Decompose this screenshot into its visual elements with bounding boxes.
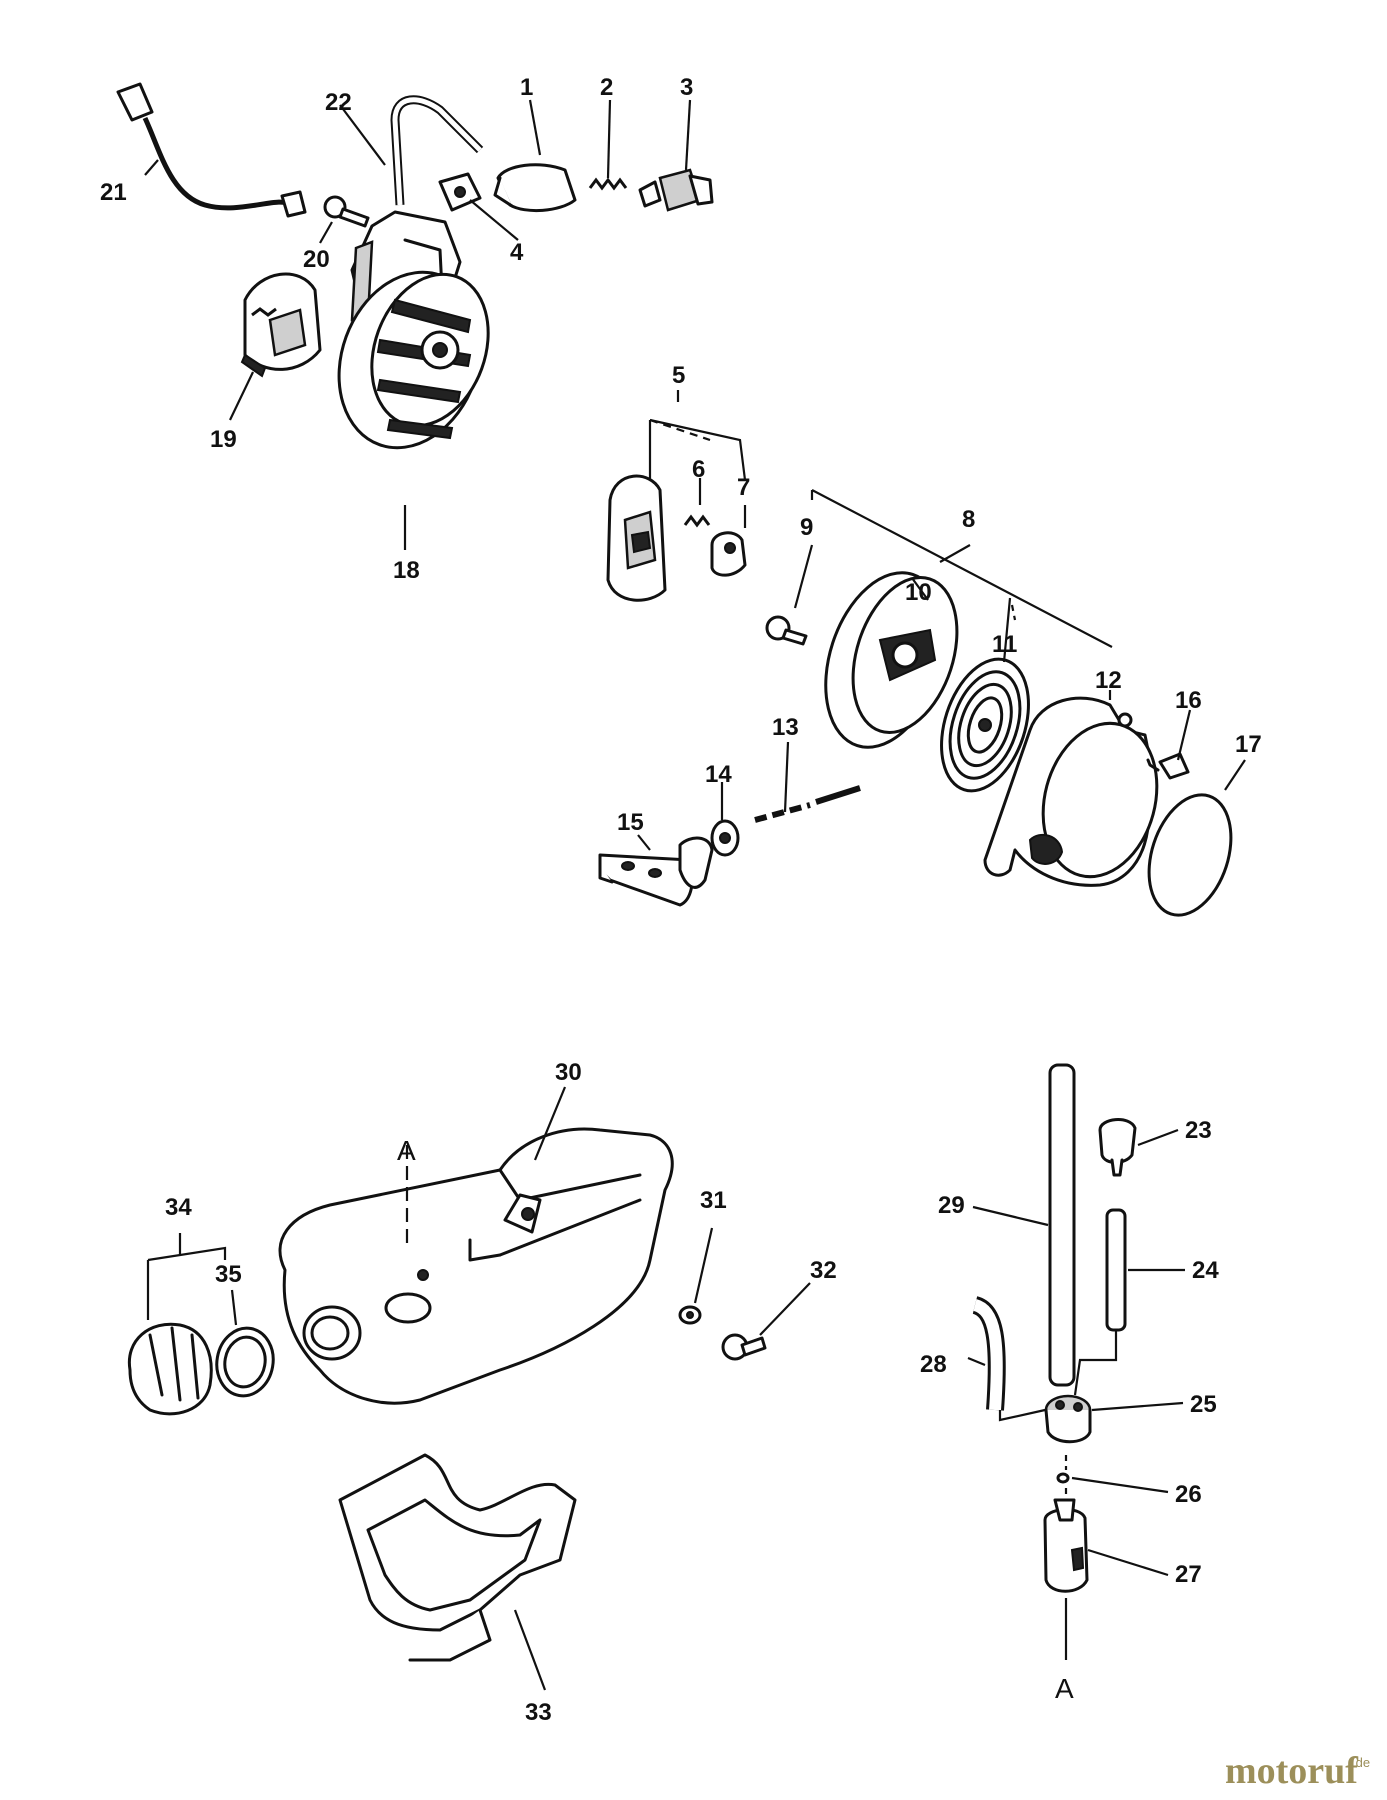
rope-guide-part[interactable] <box>710 819 740 857</box>
callout-32: 32 <box>810 1257 837 1284</box>
fuel-filter-part[interactable] <box>1043 1498 1089 1593</box>
recoil-spring-part[interactable] <box>926 648 1044 802</box>
callout-35: 35 <box>215 1261 242 1288</box>
watermark-brand: motoruf <box>1225 1750 1359 1792</box>
callout-34: 34 <box>165 1194 192 1221</box>
callout-8: 8 <box>962 506 975 533</box>
callout-labels: 1 2 3 4 5 6 7 8 9 10 11 12 13 14 15 16 1… <box>100 74 1262 1726</box>
callout-11: 11 <box>992 631 1017 658</box>
spark-plug-part[interactable] <box>638 168 714 212</box>
callout-18: 18 <box>393 557 420 584</box>
fuel-cap-part[interactable] <box>127 1322 213 1416</box>
callout-26: 26 <box>1175 1481 1202 1508</box>
starter-pulley-part[interactable] <box>805 557 975 762</box>
callout-25: 25 <box>1190 1391 1217 1418</box>
flywheel-part[interactable] <box>315 252 508 468</box>
line-clip-part[interactable] <box>1056 1472 1070 1484</box>
vent-line-part[interactable] <box>971 1296 1006 1411</box>
gasket-ring-part[interactable] <box>1135 784 1246 925</box>
callout-6: 6 <box>692 456 705 483</box>
callout-4: 4 <box>510 239 524 266</box>
callout-16: 16 <box>1175 687 1202 714</box>
tank-grommet-part[interactable] <box>1044 1394 1092 1444</box>
callout-21: 21 <box>100 179 127 206</box>
screw-32-part[interactable] <box>721 1333 767 1361</box>
callout-23: 23 <box>1185 1117 1212 1144</box>
callout-12: 12 <box>1095 667 1122 694</box>
callout-15: 15 <box>617 809 644 836</box>
callout-30: 30 <box>555 1059 582 1086</box>
screw-16-part[interactable] <box>1146 752 1190 780</box>
callout-13: 13 <box>772 714 799 741</box>
callout-22: 22 <box>325 89 352 116</box>
starter-housing-part[interactable] <box>983 696 1173 889</box>
callout-29: 29 <box>938 1192 965 1219</box>
callout-1: 1 <box>520 74 533 101</box>
callout-24: 24 <box>1192 1257 1219 1284</box>
callout-5: 5 <box>672 362 685 389</box>
callout-2: 2 <box>600 74 613 101</box>
washer-31-part[interactable] <box>678 1305 702 1325</box>
callout-14: 14 <box>705 761 732 788</box>
callout-9: 9 <box>800 514 813 541</box>
callout-17: 17 <box>1235 731 1262 758</box>
cap-gasket-part[interactable] <box>212 1324 279 1401</box>
return-line-part[interactable] <box>1105 1208 1127 1332</box>
fuel-line-part[interactable] <box>1048 1063 1076 1387</box>
callout-19: 19 <box>210 426 237 453</box>
spark-plug-boot-part[interactable] <box>493 163 577 213</box>
clutch-bushing-part[interactable] <box>710 531 747 577</box>
callout-3: 3 <box>680 74 693 101</box>
starter-rope-part[interactable] <box>754 785 861 823</box>
callout-33: 33 <box>525 1699 552 1726</box>
terminal-spring-part[interactable] <box>588 177 628 191</box>
callout-20: 20 <box>303 246 330 273</box>
filter-cap-part[interactable] <box>1098 1118 1137 1177</box>
watermark: motoruf .de <box>1225 1750 1370 1792</box>
watermark-suffix: .de <box>1352 1755 1370 1770</box>
clutch-assembly-part[interactable] <box>606 474 667 602</box>
callout-28: 28 <box>920 1351 947 1378</box>
starter-handle-part[interactable] <box>598 836 714 907</box>
callout-27: 27 <box>1175 1561 1202 1588</box>
tank-bracket-part[interactable] <box>338 1453 577 1662</box>
spark-plug-wire-part[interactable] <box>116 82 307 218</box>
screw-9-part[interactable] <box>765 615 808 646</box>
reference-a-top: A <box>397 1135 416 1166</box>
screw-20-part[interactable] <box>323 195 370 228</box>
clutch-spring-part[interactable] <box>683 514 711 528</box>
callout-31: 31 <box>700 1187 727 1214</box>
callout-7: 7 <box>737 474 750 501</box>
fuel-tank-part[interactable] <box>278 1127 674 1405</box>
reference-a-bottom: A <box>1055 1673 1074 1704</box>
clutch-shoe-part[interactable] <box>240 272 322 378</box>
leader-lines <box>144 99 1246 1691</box>
callout-10: 10 <box>905 579 932 606</box>
